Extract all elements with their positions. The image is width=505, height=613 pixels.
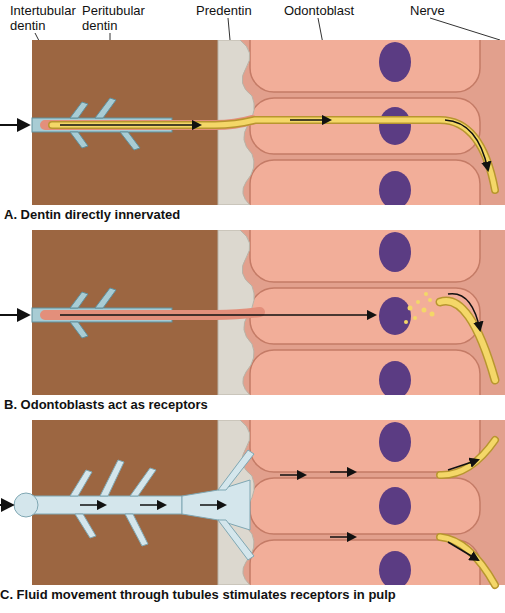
part-label: Intertubular dentin (10, 3, 82, 33)
illustration-panel: A. Dentin directly innervated (32, 40, 505, 205)
part-label: Peritubular dentin (82, 3, 154, 33)
panel-c-art (0, 390, 505, 610)
panel-caption: B. Odontoblasts act as receptors (4, 397, 208, 412)
part-label: Predentin (196, 3, 276, 18)
part-label: Nerve (410, 3, 470, 18)
illustration-panel: B. Odontoblasts act as receptors (32, 230, 505, 395)
illustration-panel: C. Fluid movement through tubules stimul… (0, 420, 505, 585)
panel-caption: A. Dentin directly innervated (4, 207, 180, 222)
panel-b-art (0, 200, 505, 420)
part-label: Odontoblast (284, 3, 374, 18)
panel-caption: C. Fluid movement through tubules stimul… (0, 587, 396, 602)
panel-a-art (0, 10, 505, 230)
